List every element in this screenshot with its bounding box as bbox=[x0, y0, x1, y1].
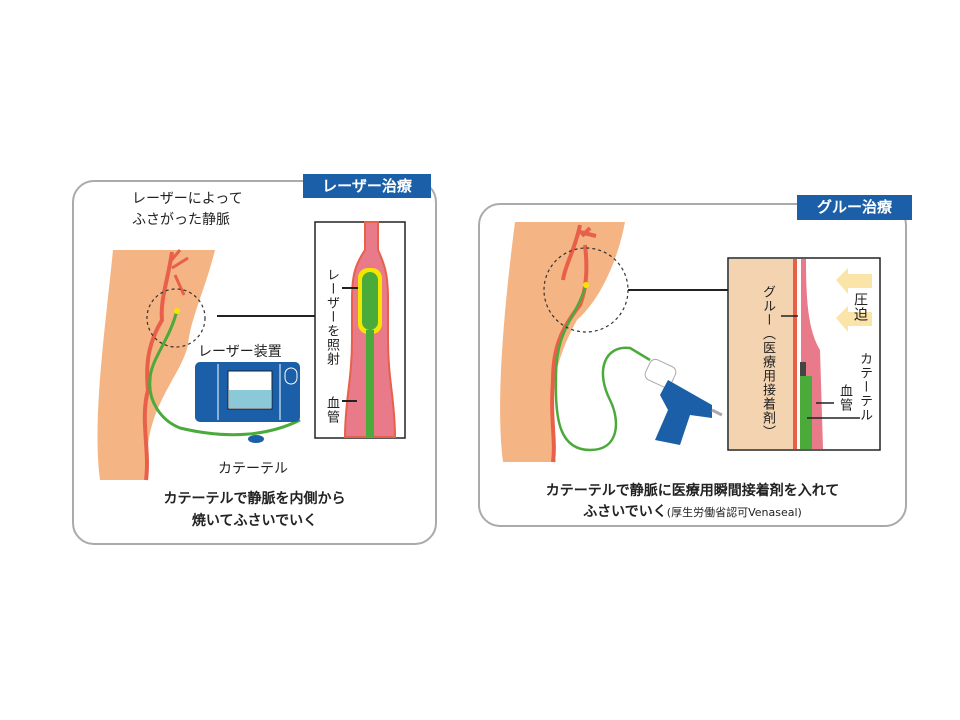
inset-laser-label: レーザーを照射 bbox=[324, 268, 339, 366]
glue-badge: グルー治療 bbox=[797, 195, 912, 220]
inset-glue-label: グルー（医療用接着剤） bbox=[760, 285, 775, 439]
laser-title-line2: ふさがった静脈 bbox=[132, 212, 230, 228]
laser-leg-illustration bbox=[97, 249, 315, 481]
glue-caption-main: ふさいでいく bbox=[583, 504, 667, 520]
glue-leg-illustration bbox=[500, 222, 728, 463]
laser-title-line1: レーザーによって bbox=[132, 191, 243, 207]
inset-catheter-label: カテーテル bbox=[857, 352, 872, 422]
inset-glue-vessel-label: 血管 bbox=[837, 384, 852, 412]
laser-caption-line1: カテーテルで静脈を内側から bbox=[163, 491, 346, 507]
laser-device-icon bbox=[195, 362, 300, 443]
laser-catheter-label: カテーテル bbox=[218, 461, 288, 477]
glue-caption-note: (厚生労働省認可Venaseal) bbox=[666, 506, 802, 519]
laser-caption-line2: 焼いてふさいでいく bbox=[191, 513, 318, 529]
laser-device-label: レーザー装置 bbox=[198, 344, 282, 360]
glue-inset-diagram bbox=[727, 257, 881, 451]
glue-caption-line2: ふさいでいく(厚生労働省認可Venaseal) bbox=[478, 501, 907, 524]
zoom-circle bbox=[146, 288, 206, 348]
inset-pressure-label: 圧迫 bbox=[852, 292, 868, 322]
inset-vessel-label: 血管 bbox=[324, 396, 339, 424]
laser-badge: レーザー治療 bbox=[303, 174, 431, 198]
glue-gun-icon bbox=[644, 358, 723, 445]
laser-inset-diagram bbox=[314, 221, 406, 439]
glue-caption-line1: カテーテルで静脈に医療用瞬間接着剤を入れて bbox=[545, 483, 840, 499]
